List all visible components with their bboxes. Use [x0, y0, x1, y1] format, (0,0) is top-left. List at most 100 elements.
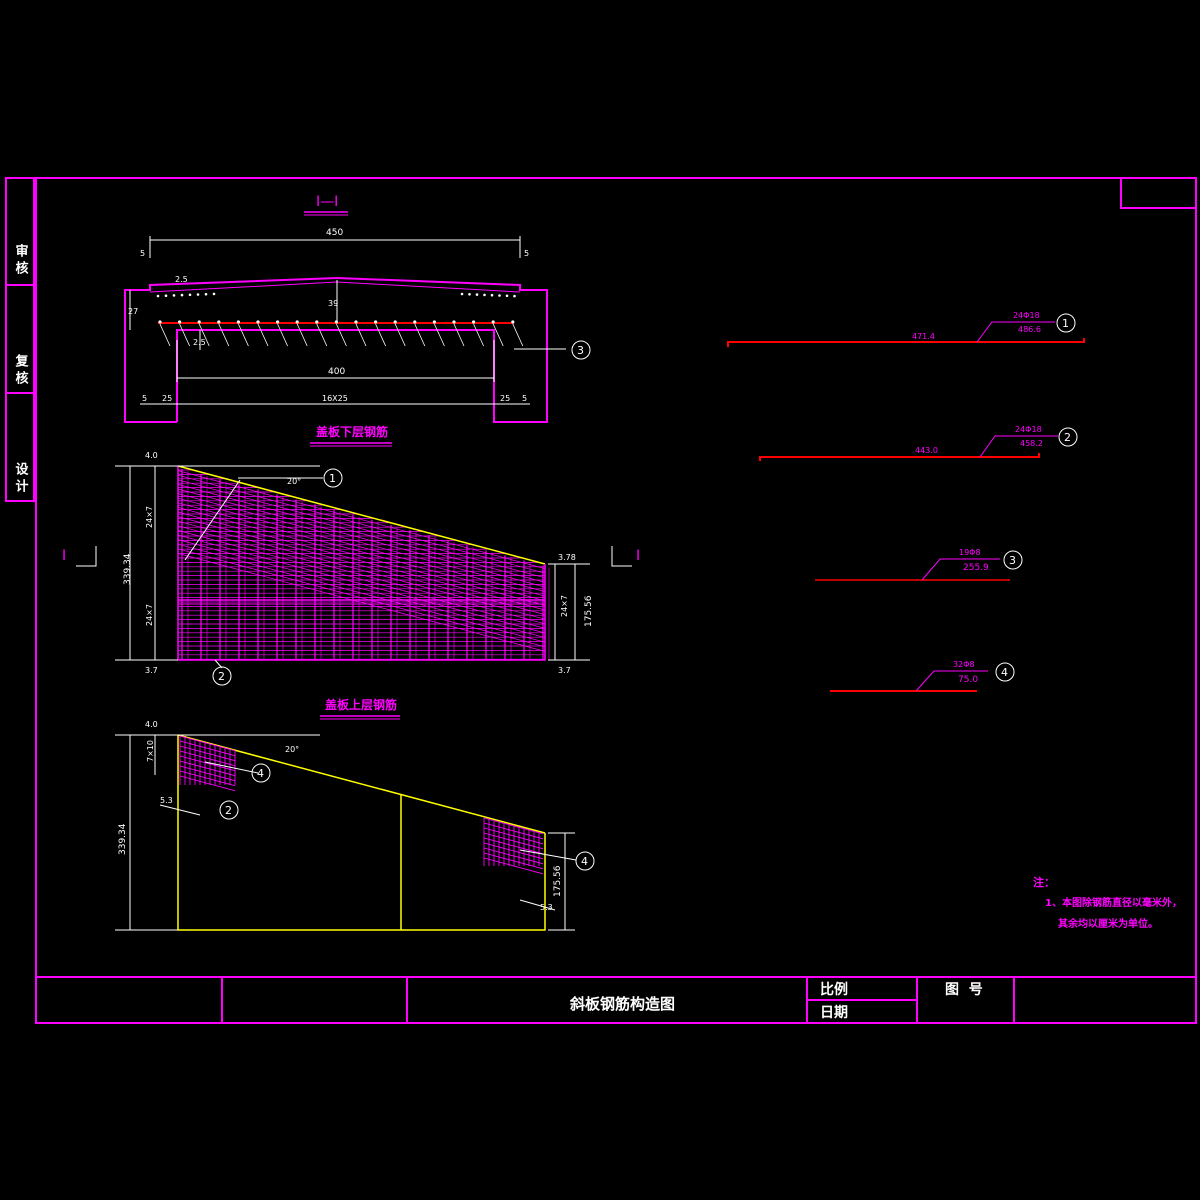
section-rebar-dot [432, 320, 436, 324]
section-top-dots [156, 292, 516, 298]
callout-circle [571, 340, 591, 360]
lower-skew-bar [177, 539, 546, 638]
lower-skew-bar [177, 520, 546, 620]
bar-2-length-total: 458.2 [1020, 439, 1043, 448]
upper-mesh-bar [179, 770, 236, 787]
lower-dim-right-total: 175.56 [584, 595, 594, 627]
upper-mesh-bar [179, 765, 236, 782]
upper-mesh-bar [483, 832, 544, 850]
lower-skew-bar [177, 548, 546, 648]
bar-1-length-main: 471.4 [912, 332, 935, 341]
section-top-dot [172, 294, 176, 297]
lower-dim-right-top: 3.78 [558, 553, 576, 562]
section-rebar-dot [413, 320, 417, 324]
upper-mesh-bar [483, 842, 544, 860]
dim-top-left: 5 [140, 249, 145, 258]
dim-cover-top: 2.5 [175, 275, 188, 284]
lower-skew-bar [177, 470, 546, 569]
lower-callout-2: 2 [218, 670, 225, 683]
upper-dim-right-total: 175.56 [553, 865, 563, 897]
section-top-dot [505, 294, 509, 298]
section-top-dot [196, 293, 200, 296]
section-top-dot [483, 293, 486, 297]
lower-skew-bar [177, 534, 546, 634]
section-hatch-line [316, 323, 328, 347]
upper-mesh-bar [179, 755, 236, 772]
section-hatch-line [336, 323, 347, 347]
section-top-dot [498, 294, 501, 297]
bar-1-length-total: 486.6 [1018, 325, 1041, 334]
section-rebar-dot [472, 320, 476, 324]
upper-mesh-bar [179, 735, 236, 752]
section-hatch-line [238, 323, 249, 347]
section-top-dot [460, 292, 464, 296]
upper-angle: 20° [285, 745, 299, 754]
section-hatch-line [453, 323, 465, 347]
lower-dim-lower-spacing: 24×7 [145, 604, 154, 626]
section-rebar-dot [178, 320, 182, 324]
dim-center-height: 39 [328, 299, 338, 308]
section-mark-left: I [62, 548, 66, 564]
drawing-no-label: 图 号 [945, 982, 983, 998]
notes-line-2: 其余均以厘米为单位。 [1058, 917, 1158, 930]
section-hatch-line [473, 323, 484, 347]
section-hatch-line [394, 323, 406, 347]
upper-callout-4a: 4 [257, 767, 264, 780]
bar-1-spec: 24Φ18 [1013, 311, 1040, 320]
dim-bottom-left-outer: 5 [142, 394, 147, 403]
upper-mesh-bar [483, 822, 544, 840]
lower-angle: 20° [287, 477, 301, 486]
bar-2-id: 2 [1064, 431, 1071, 444]
section-hatch-line [257, 323, 269, 347]
upper-dim-total: 339.34 [118, 823, 128, 855]
section-rebar-dot [393, 320, 397, 324]
upper-mesh-bar [179, 750, 236, 767]
bar-4-spec: 32Φ8 [953, 660, 975, 669]
upper-rebar-mesh-right [483, 817, 544, 875]
lower-skew-bar [177, 493, 546, 592]
lower-rebar-mesh [177, 469, 550, 660]
section-top-dot [468, 293, 471, 296]
notes: 注： 1、本图除钢筋直径以毫米外， 其余均以厘米为单位。 [1033, 875, 1182, 930]
section-rebar-dot [276, 320, 280, 324]
lower-plan-slope-edge [177, 465, 546, 565]
upper-callout-4b: 4 [581, 855, 588, 868]
section-hatch-line [159, 323, 171, 347]
upper-plan-view: 盖板上层钢筋 20° 4.0 7×10 339.34 175.56 [115, 697, 595, 931]
bar-3-length-total: 255.9 [963, 563, 989, 573]
upper-dim-top: 4.0 [145, 720, 158, 729]
lower-dim-top: 4.0 [145, 451, 158, 460]
lower-dim-right-spacing: 24×7 [560, 595, 569, 617]
lower-dim-right-bottom: 3.7 [558, 666, 571, 675]
dim-top-total: 450 [326, 228, 343, 238]
section-top-dot [475, 293, 479, 296]
bar-4-length-total: 75.0 [958, 675, 978, 685]
side-label-review: 审核 [13, 243, 29, 278]
notes-line-1: 1、本图除钢筋直径以毫米外， [1045, 896, 1182, 909]
section-rebar-dot [511, 320, 515, 324]
side-label-check: 复核 [13, 353, 30, 388]
section-rebar-dot [217, 320, 221, 324]
dim-inner-width: 400 [328, 367, 345, 377]
upper-plan-title: 盖板上层钢筋 [325, 697, 397, 712]
section-top-dot [180, 293, 184, 297]
section-rebar-dot [315, 320, 319, 324]
section-hatch-line [414, 323, 426, 347]
date-label: 日期 [820, 1005, 848, 1021]
lower-skew-bar [177, 516, 546, 615]
lower-callout-1: 1 [329, 472, 336, 485]
section-hatch-line [512, 323, 524, 347]
lower-skew-bar [177, 474, 546, 574]
side-labels: 审核 复核 设计 [13, 243, 30, 496]
bar-2-shape [759, 453, 1040, 461]
section-hatch-line [277, 323, 288, 347]
upper-mesh-bar [483, 827, 544, 845]
upper-mesh-bar [483, 837, 544, 855]
bar-2-length-main: 443.0 [915, 446, 938, 455]
upper-mesh-bar [179, 740, 236, 757]
section-top-dot [204, 292, 208, 296]
upper-dim-left-cover: 5.3 [160, 796, 173, 805]
section-rebar-dot [452, 320, 456, 324]
bar-4-id: 4 [1001, 666, 1008, 679]
section-top-dot [156, 294, 160, 298]
